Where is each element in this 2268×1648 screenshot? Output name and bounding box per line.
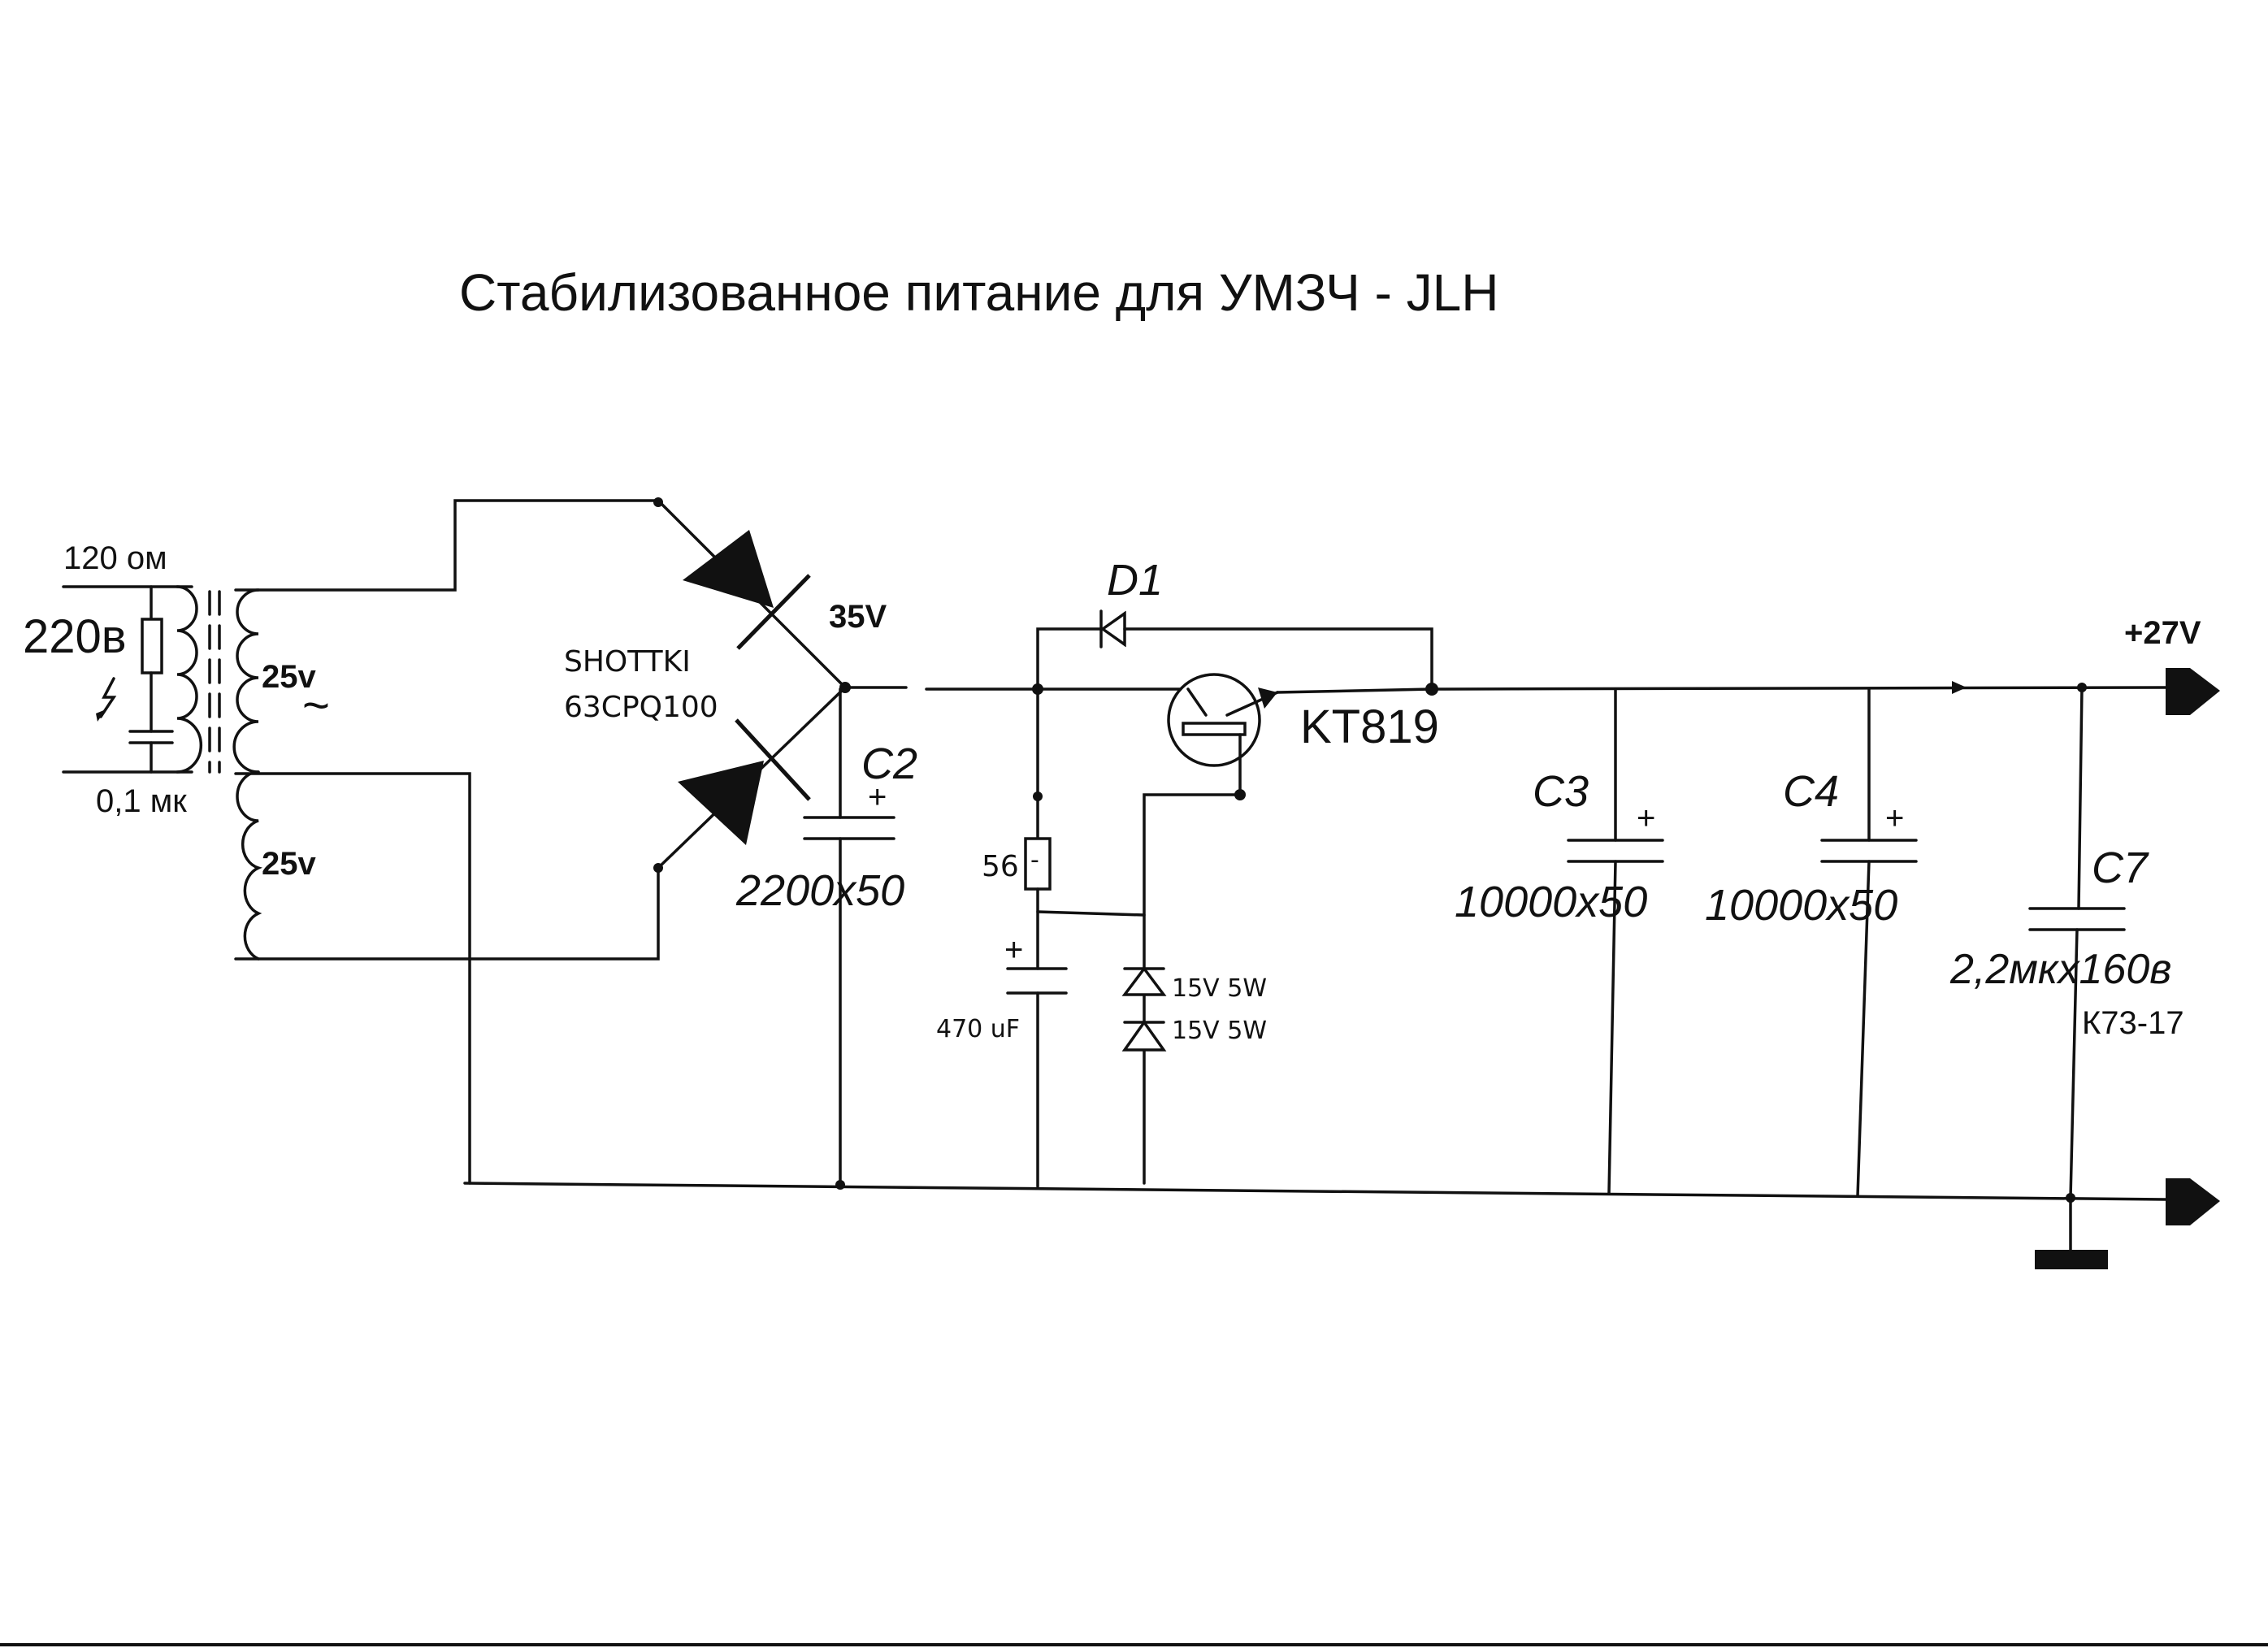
secondary-coil-bottom — [236, 770, 262, 961]
zener-1-label: 15V 5W — [1172, 974, 1267, 1003]
junction-dot — [653, 497, 663, 507]
secondary-top-voltage-label: 25v — [262, 659, 316, 695]
c4-name-label: C4 — [1783, 767, 1839, 816]
base-capacitor-label: 470 uF — [936, 1015, 1020, 1043]
capacitor-c7 — [2028, 686, 2126, 1199]
mains-voltage-label: 220в — [23, 610, 127, 663]
c2-value-label: 2200x50 — [735, 866, 904, 915]
c3-value-label: 10000x50 — [1455, 878, 1647, 926]
base-resistor — [1024, 837, 1052, 891]
output-ground-arrow-icon — [2166, 1178, 2220, 1225]
diode-type-label: SHOTTKI — [564, 645, 691, 679]
schottky-diode-bottom — [678, 718, 811, 845]
c3-plus-sign: + — [1637, 800, 1655, 836]
capacitor-c4 — [1820, 687, 1918, 1198]
rectified-voltage-label: 35V — [829, 599, 887, 635]
c2-name-label: C2 — [861, 739, 917, 788]
d1-name-label: D1 — [1107, 556, 1163, 605]
positive-rail — [843, 681, 2167, 694]
c2-plus-sign: + — [868, 779, 887, 815]
secondary-coil-top — [232, 588, 260, 774]
c7-name-label: C7 — [2092, 844, 2149, 892]
secondary-wiring — [234, 499, 847, 1185]
secondary-bottom-voltage-label: 25v — [262, 846, 316, 882]
primary-coil — [176, 585, 203, 774]
output-voltage-label: +27V — [2124, 615, 2201, 651]
zener-diode-1 — [1121, 966, 1167, 996]
snubber-resistor — [141, 618, 163, 674]
junction-dot — [839, 682, 851, 693]
snubber-capacitor-label: 0,1 мк — [96, 783, 187, 819]
c4-plus-sign: + — [1885, 800, 1904, 836]
ground-symbol-icon — [2035, 1250, 2108, 1269]
zener-diode-2 — [1121, 1019, 1167, 1052]
capacitor-c2 — [803, 687, 895, 1186]
junction-dot — [653, 863, 663, 873]
diode-part-label: 63CPQ100 — [564, 691, 718, 724]
diagram-title: Стабилизованное питание для УМЗЧ - JLH — [459, 263, 1498, 322]
c7-type-label: К73-17 — [2082, 1005, 2184, 1041]
transistor-kt819 — [1167, 673, 1433, 796]
snubber-resistor-label: 120 ом — [63, 540, 167, 576]
schottky-diode-top — [683, 530, 811, 650]
ground-rail — [463, 1182, 2167, 1201]
output-positive-arrow-icon — [2166, 668, 2220, 715]
transistor-label: KT819 — [1300, 700, 1439, 753]
diode-d1 — [1036, 609, 1433, 691]
base-bias-network — [1006, 687, 1246, 1188]
c3-name-label: C3 — [1533, 767, 1589, 816]
lightning-icon — [99, 677, 117, 718]
zener-2-label: 15V 5W — [1172, 1017, 1267, 1045]
primary-input — [62, 585, 193, 774]
c4-value-label: 10000x50 — [1705, 881, 1897, 930]
capacitor-c3 — [1567, 687, 1664, 1195]
base-capacitor-plus-sign: + — [1004, 932, 1023, 968]
transformer-core — [208, 590, 221, 774]
base-resistor-label: 56 — [982, 850, 1019, 883]
ac-symbol: ~ — [302, 679, 330, 732]
base-resistor-minus-sign: - — [1030, 846, 1039, 874]
c7-value-label: 2,2мкх160в — [1949, 946, 2171, 993]
